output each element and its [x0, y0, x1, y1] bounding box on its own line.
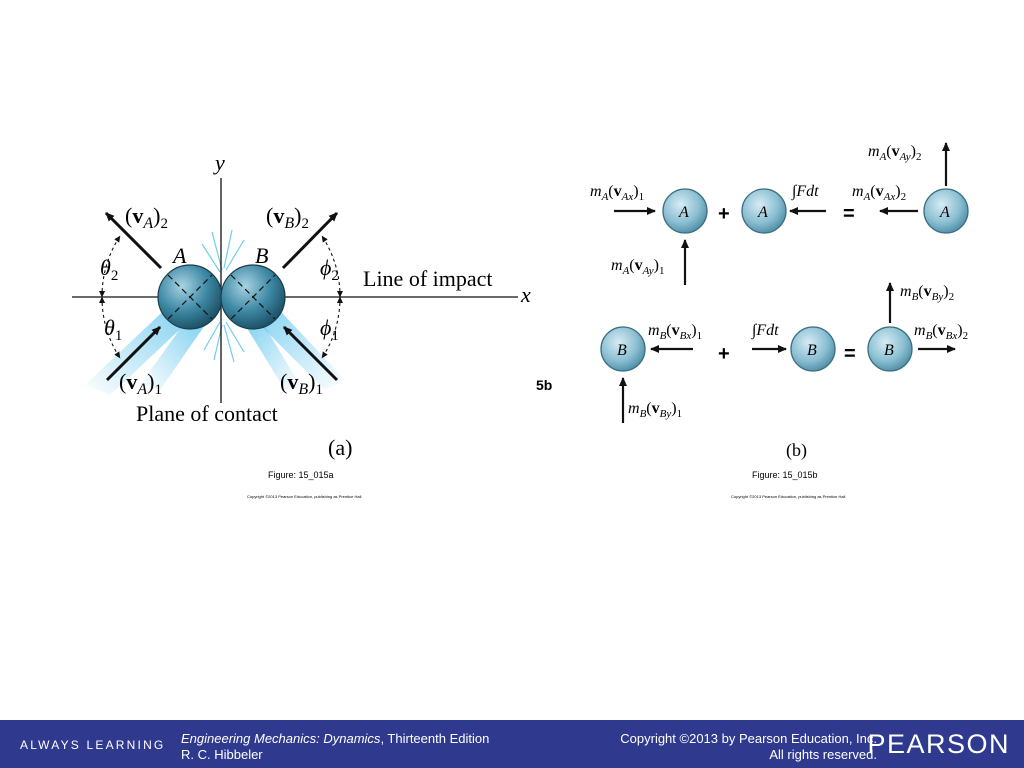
ball-a1-label: A	[678, 204, 689, 221]
ball-a-impulse-label: A	[757, 204, 768, 221]
copyright-line-1: Copyright ©2013 by Pearson Education, In…	[620, 731, 877, 746]
arc-theta1	[99, 290, 121, 359]
va2-label: (vA)2	[125, 203, 168, 232]
ma-vay2-label: mA(vAy)2	[868, 143, 921, 163]
mb-vby1-label: mB(vBy)1	[628, 400, 682, 420]
ball-b2	[867, 326, 913, 372]
ball-b-impulse	[790, 326, 836, 372]
figure-id-a: Figure: 15_015a	[268, 470, 334, 480]
plus-b: +	[718, 343, 730, 365]
figure-id-b: Figure: 15_015b	[752, 470, 818, 480]
arc-theta2	[99, 235, 121, 304]
phi2-label: ϕ2	[320, 255, 339, 284]
pearson-logo: PEARSON	[867, 729, 1010, 759]
copyright-a: Copyright ©2013 Pearson Education, publi…	[247, 494, 361, 499]
book-author: R. C. Hibbeler	[181, 747, 263, 762]
ball-a-impulse	[741, 188, 787, 234]
ball-b-label: B	[255, 243, 268, 268]
equals-b: =	[844, 343, 856, 365]
equals-a: =	[843, 203, 855, 225]
ball-a-label: A	[171, 243, 187, 268]
vb2-label: (vB)2	[266, 203, 309, 232]
theta2-label: θ2	[100, 255, 118, 284]
footer-bar: ALWAYS LEARNING Engineering Mechanics: D…	[0, 720, 1024, 768]
mb-vbx1-label: mB(vBx)1	[648, 322, 702, 342]
caption-a: (a)	[328, 435, 352, 460]
figure-a: y x A B θ2 θ1 ϕ2 ϕ1 (vA)2 (v	[72, 150, 531, 499]
mb-vby2-label: mB(vBy)2	[900, 283, 954, 303]
ball-a2-label: A	[939, 204, 950, 221]
ball-a2	[923, 188, 969, 234]
impulse-b-label: ∫Fdt	[751, 322, 779, 340]
ball-b1-label: B	[617, 342, 627, 359]
arrow-vb2	[281, 211, 339, 270]
copyright-b: Copyright ©2013 Pearson Education, publi…	[731, 494, 845, 499]
always-learning-tagline: ALWAYS LEARNING	[20, 738, 166, 752]
arrow-vb1	[282, 325, 339, 382]
y-axis-label: y	[213, 150, 225, 175]
impulse-a-label: ∫Fdt	[791, 183, 819, 201]
ball-b1	[600, 326, 646, 372]
line-of-impact-label: Line of impact	[363, 266, 493, 291]
plane-of-contact-label: Plane of contact	[136, 401, 278, 426]
arrow-va1	[105, 325, 162, 382]
caption-b: (b)	[786, 440, 807, 461]
x-axis-label: x	[520, 282, 531, 307]
book-title-line: Engineering Mechanics: Dynamics, Thirtee…	[181, 731, 489, 746]
ma-vax1-label: mA(vAx)1	[590, 183, 644, 203]
phi1-label: ϕ1	[320, 315, 339, 344]
arrow-va2	[104, 211, 163, 270]
book-edition: , Thirteenth Edition	[380, 731, 490, 746]
ball-a1	[662, 188, 708, 234]
ball-b2-label: B	[884, 342, 894, 359]
arc-phi2	[321, 235, 343, 304]
mb-vbx2-label: mB(vBx)2	[914, 322, 968, 342]
ma-vax2-label: mA(vAx)2	[852, 183, 906, 203]
plus-a: +	[718, 203, 730, 225]
figure-b: mA(vAx)1 A mA(vAy)1 + A ∫Fdt = mA(vAx)2 …	[590, 142, 969, 499]
copyright-line-2: All rights reserved.	[769, 747, 877, 762]
overlap-fragment: 5b	[536, 377, 552, 393]
arc-phi1	[321, 290, 343, 359]
book-title: Engineering Mechanics: Dynamics	[181, 731, 381, 746]
ma-vay1-label: mA(vAy)1	[611, 257, 664, 277]
ball-b-impulse-label: B	[807, 342, 817, 359]
theta1-label: θ1	[104, 315, 122, 344]
